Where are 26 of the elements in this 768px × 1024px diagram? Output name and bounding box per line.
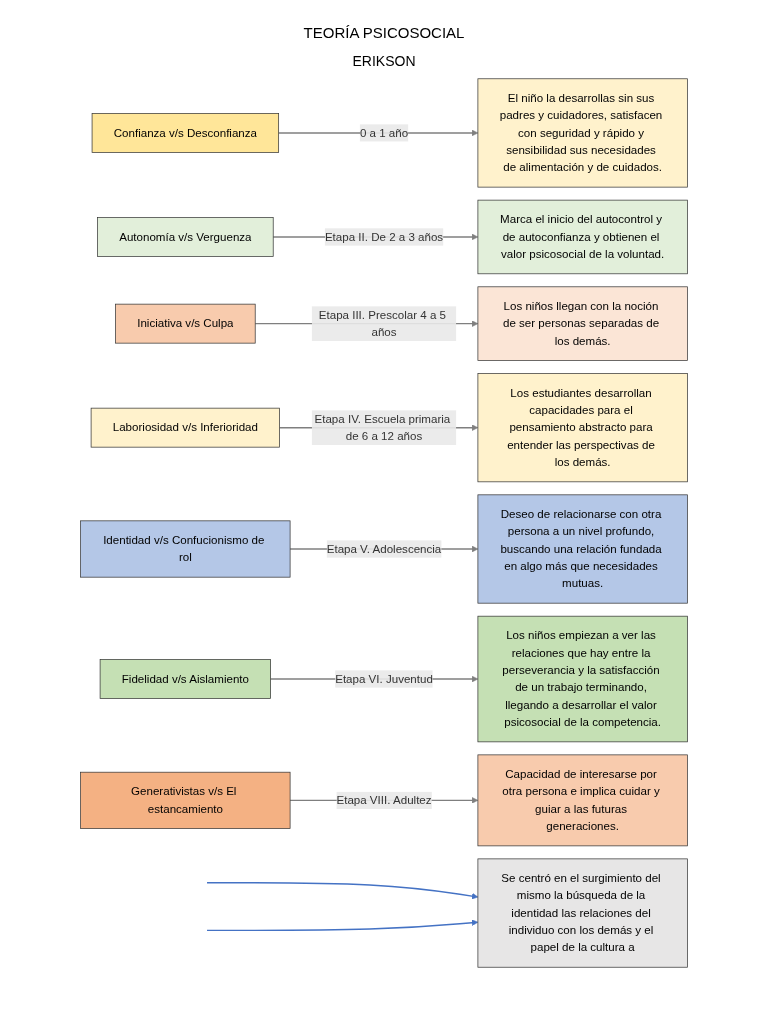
node-box: Autonomía v/s Verguenza [97,217,274,257]
node-box: Capacidad de interesarse por otra persona e implica cuidar y guiar a las futuras generaciones. [477,754,688,847]
arrow [206,882,479,900]
edge-label: Etapa III. Prescolar 4 a 5 años [318,308,446,339]
subtitle-text: ERIKSON [352,53,416,69]
edge-label: Etapa II. De 2 a 3 años [324,230,444,243]
edge-label: Etapa V. Adolescencia [326,542,442,555]
node-box: Los niños empiezan a ver las relaciones que hay entre la perseverancia y la satisfacción de un trabajo terminando, llegando a desarrollar el valor psicosocial de la competencia. [477,615,688,743]
node-box: Generativistas v/s El estancamiento [80,771,291,829]
node-box: Confianza v/s Desconfianza [91,113,280,153]
node-box: Marca el inicio del autocontrol y de autoconfianza y obtienen el valor psicosocial de la voluntad. [477,199,688,275]
node-box: Iniciativa v/s Culpa [115,303,256,344]
arrow [206,919,479,932]
node-box: Se centró en el surgimiento del mismo la búsqueda de la identidad las relaciones del individuo con los demás y el papel de la cultura a [477,858,688,968]
edge-label: Etapa VI. Juventud [335,672,433,685]
node-box: Deseo de relacionarse con otra persona a un nivel profundo, buscando una relación fundada en algo más que necesidades mutuas. [477,494,688,604]
title: TEORÍA PSICOSOCIAL [303,24,465,41]
node-box: Los estudiantes desarrollan capacidades para el pensamiento abstracto para entender las perspectivas de los demás. [477,373,688,483]
edge-label: 0 a 1 año [359,126,409,139]
node-box: Laboriosidad v/s Inferioridad [90,407,280,448]
node-box: Identidad v/s Confucionismo de rol [80,520,291,578]
node-box: Los niños llegan con la noción de ser personas separadas de los demás. [477,286,688,361]
node-box: Fidelidad v/s Aislamiento [99,659,271,699]
node-box: El niño la desarrollas sin sus padres y cuidadores, satisfacen con seguridad y rápido y sensibilidad sus necesidades de alimentación y de cuidados. [477,78,688,188]
edge-label: Etapa IV. Escuela primaria de 6 a 12 años [314,412,451,443]
edge-label: Etapa VIII. Adultez [336,793,432,807]
